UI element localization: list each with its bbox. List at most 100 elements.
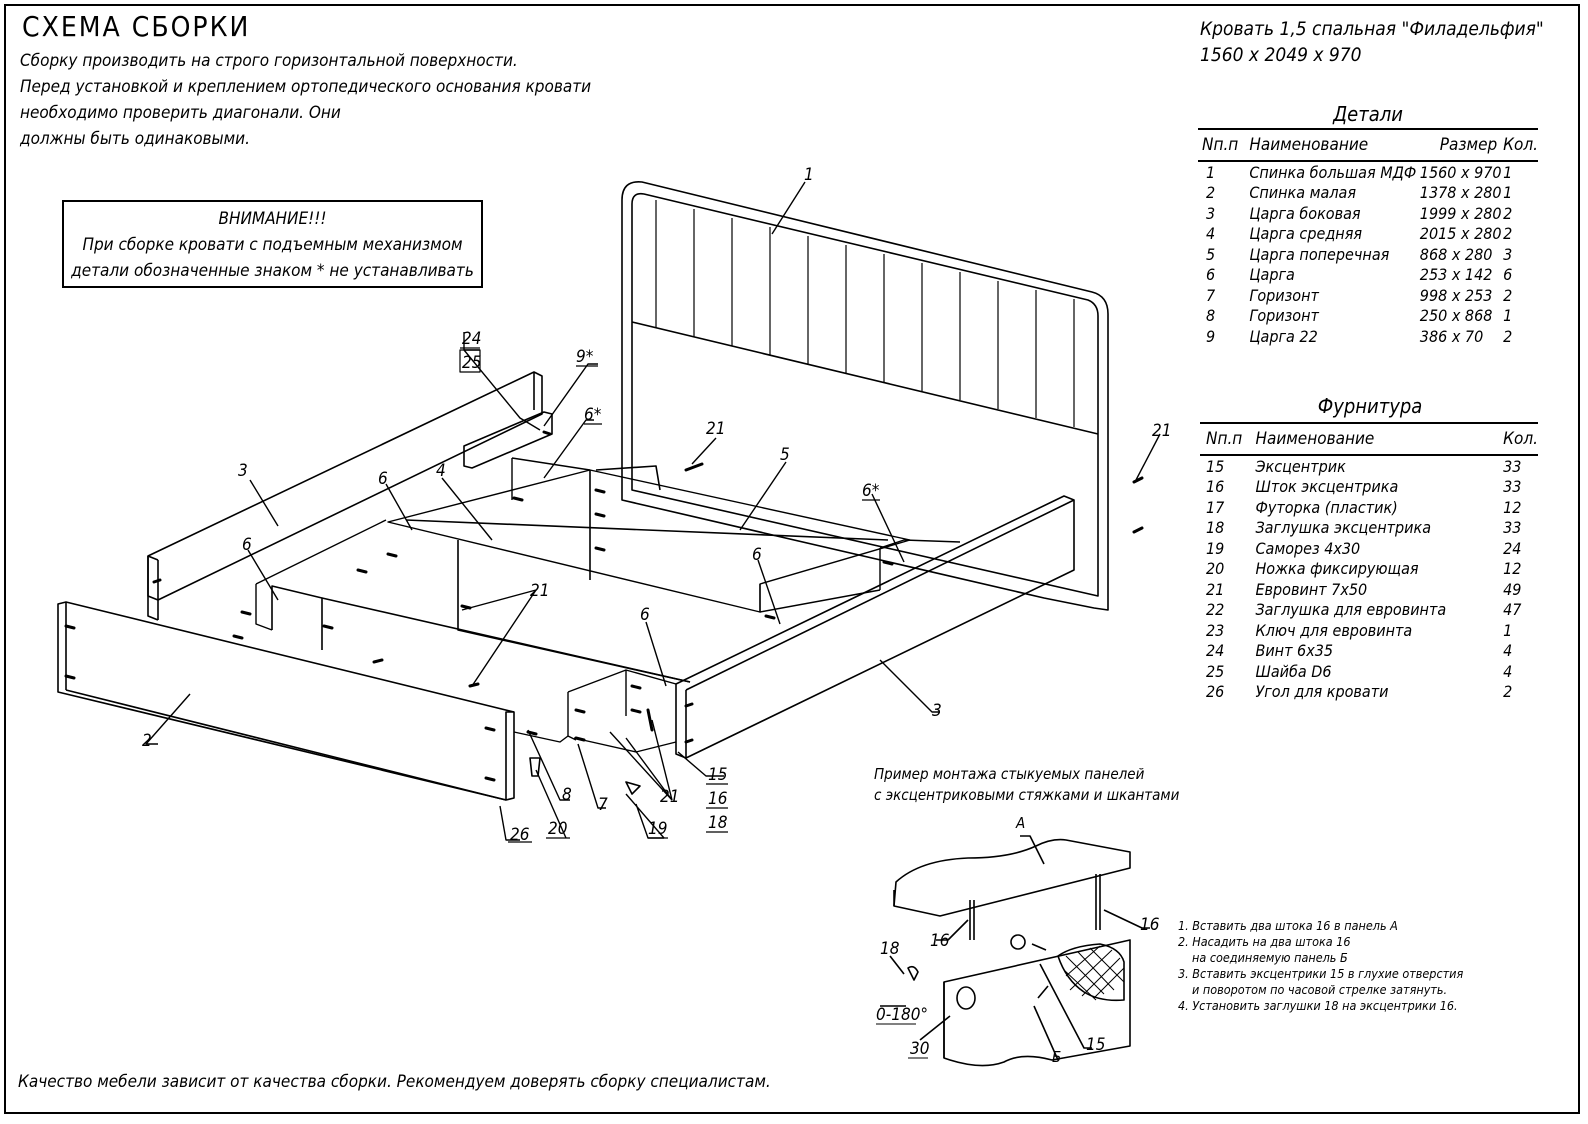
table-cell: Футорка (пластик) [1255, 497, 1398, 517]
table-cell: 4 [1503, 661, 1513, 681]
example-underlines [876, 1023, 928, 1059]
table-row: 17 Футорка (пластик) 12 [1200, 497, 1538, 518]
callout: 3 [238, 461, 248, 481]
callout: 4 [436, 461, 446, 481]
table-cell: Царга средняя [1249, 224, 1362, 244]
callout: 21 [1152, 421, 1171, 441]
warning-box: ВНИМАНИЕ!!! При сборке кровати с подъемн… [62, 200, 483, 288]
table-cell: 16 [1206, 477, 1225, 497]
callout: 26 [510, 825, 530, 845]
caption-line: Пример монтажа стыкуемых панелей [874, 765, 1145, 783]
stem-label: 16 [1140, 915, 1160, 935]
table-cell: 2 [1503, 285, 1513, 305]
table-row: 23 Ключ для евровинта 1 [1200, 620, 1538, 641]
callout: 5 [780, 445, 790, 465]
callout: 3 [932, 701, 942, 721]
drawing-frame [4, 4, 1580, 1114]
warning-line: детали обозначенные знаком * не устанавл… [71, 261, 474, 281]
table-cell: 12 [1503, 559, 1522, 579]
table-cell: Эксцентрик [1255, 456, 1346, 476]
panel-a-label: А [1015, 814, 1025, 832]
callout: 16 [708, 789, 728, 809]
caption-line: с эксцентриковыми стяжками и шкантами [874, 786, 1180, 804]
table-cell: Спинка малая [1249, 183, 1356, 203]
table-cell: 8 [1206, 306, 1216, 326]
table-cell: 12 [1503, 497, 1522, 517]
col-header: Кол. [1503, 129, 1538, 162]
table-cell: 24 [1206, 641, 1225, 661]
example-steps: 1. Вставить два штока 16 в панель А 2. Н… [1178, 918, 1463, 1014]
step-line: 4. Установить заглушки 18 на эксцентрики… [1178, 998, 1458, 1013]
hardware-title: Фурнитура [1317, 394, 1423, 418]
table-cell: 6 [1206, 265, 1216, 285]
table-cell: 33 [1503, 477, 1522, 497]
table-cell: 1 [1503, 162, 1513, 182]
table-cell: 17 [1206, 497, 1225, 517]
callout-underlines [459, 347, 880, 843]
step-line: 3. Вставить эксцентрики 15 в глухие отве… [1178, 966, 1464, 981]
callout: 6 [640, 605, 650, 625]
callout: 21 [660, 787, 679, 807]
stem-label: 16 [930, 931, 950, 951]
leader-lines [145, 181, 1161, 841]
col-header: Кол. [1503, 423, 1538, 456]
table-cell: 23 [1206, 620, 1225, 640]
step-line: 1. Вставить два штока 16 в панель А [1178, 918, 1398, 933]
warning-heading: ВНИМАНИЕ!!! [218, 209, 327, 229]
depth-label: 30 [910, 1039, 929, 1059]
callout: 1 [804, 165, 814, 185]
table-cell: Царга боковая [1249, 203, 1361, 223]
table-cell: Саморез 4х30 [1255, 538, 1361, 558]
left-side-rail [147, 371, 543, 621]
table-cell: Заглушка для евровинта [1255, 600, 1447, 620]
table-cell: 386 х 70 [1419, 326, 1484, 346]
panel-b-label: Б [1052, 1048, 1061, 1066]
table-cell: Евровинт 7х50 [1255, 579, 1368, 599]
table-cell: Горизонт [1249, 285, 1319, 305]
hardware-header-row: Nп.п Наименование Кол. [1200, 423, 1538, 456]
callout: 20 [548, 819, 567, 839]
callout: 25 [462, 353, 481, 373]
intro-text: Сборку производить на строго горизонталь… [20, 48, 591, 152]
callout: 8 [562, 785, 572, 805]
table-cell: Винт 6х35 [1255, 641, 1334, 661]
callout: 21 [706, 419, 725, 439]
callout: 6 [378, 469, 388, 489]
product-info: Кровать 1,5 спальная "Филадельфия" 1560 … [1200, 16, 1544, 68]
intro-line: должны быть одинаковыми. [20, 129, 250, 149]
table-cell: Ножка фиксирующая [1255, 559, 1419, 579]
step-line: и поворотом по часовой стрелке затянуть. [1192, 982, 1448, 997]
cap-label: 18 [880, 939, 900, 959]
table-cell: 1999 х 280 [1419, 203, 1502, 223]
table-cell: 1378 х 280 [1419, 183, 1502, 203]
footer-note: Качество мебели зависит от качества сбор… [18, 1072, 771, 1092]
table-cell: 22 [1206, 600, 1225, 620]
table-cell: 47 [1503, 600, 1522, 620]
table-cell: 2 [1503, 224, 1513, 244]
table-cell: 868 х 280 [1419, 244, 1493, 264]
details-title: Детали [1333, 102, 1403, 126]
product-dimensions: 1560 х 2049 х 970 [1200, 44, 1362, 66]
step-line: на соединяемую панель Б [1192, 950, 1348, 965]
table-cell: 9 [1206, 326, 1216, 346]
table-cell: 26 [1206, 682, 1225, 702]
table-cell: 3 [1206, 203, 1216, 223]
table-cell: Царга 22 [1249, 326, 1318, 346]
example-labels: А Б 16 16 18 15 0-180° 30 [876, 814, 1160, 1066]
callout: 19 [648, 819, 667, 839]
table-cell: Ключ для евровинта [1255, 620, 1413, 640]
table-cell: 1 [1503, 620, 1513, 640]
